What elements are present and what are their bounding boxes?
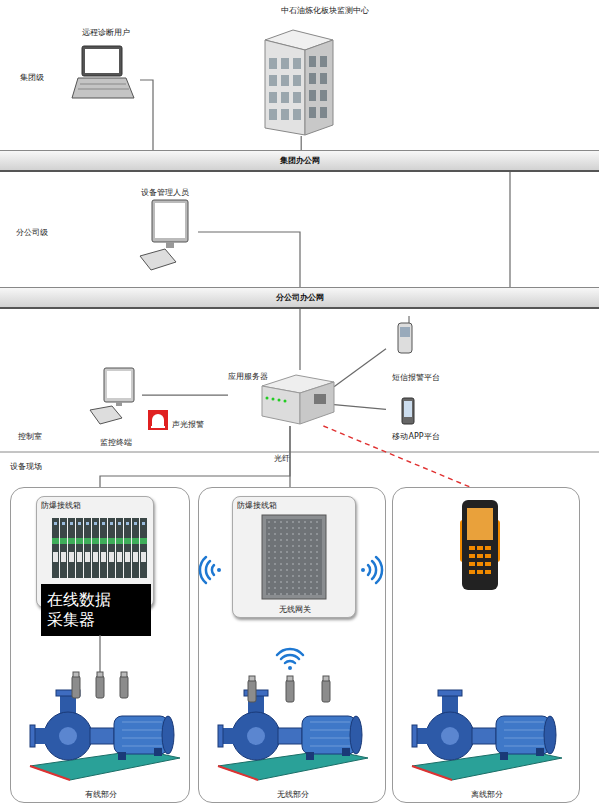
connector: [140, 80, 153, 150]
pump-illustration: [30, 690, 180, 780]
node-label: 无线网关: [233, 605, 357, 615]
node-label: 移动APP平台: [386, 432, 446, 442]
pump-illustration: [218, 690, 368, 780]
device-node: 短信报警平台: [386, 320, 446, 384]
collector-modules: [52, 518, 148, 578]
connector: [100, 426, 290, 487]
device-node: 移动APP平台: [386, 395, 446, 443]
node-label: 监控终端: [90, 438, 142, 448]
node-label: 无线部分: [199, 790, 387, 800]
alarm-icon: [148, 410, 168, 430]
device-node: 设备管理人员: [132, 186, 198, 272]
connector: [142, 395, 228, 396]
monitor-icon: [140, 200, 188, 270]
sensor-icon: [248, 676, 256, 702]
sensor-icon: [322, 676, 330, 702]
sensor-wire: [99, 635, 100, 672]
node-label: 设备管理人员: [132, 188, 198, 198]
wifi-symbol: [200, 557, 382, 670]
tier-label: 分公司级: [16, 228, 48, 238]
node-label: 分公司办公网: [0, 293, 599, 303]
tier-label: 设备现场: [10, 462, 42, 472]
node-label: 声光报警: [172, 420, 212, 430]
sensor-icon: [72, 672, 80, 698]
node-label: 防爆接线箱: [237, 501, 317, 511]
connector: [299, 309, 300, 370]
sensor-icon: [286, 676, 294, 702]
pump-illustration: [412, 690, 562, 780]
collector-box: 在线数据 采集器: [41, 584, 151, 636]
tier-label: 控制室: [18, 432, 42, 442]
section-box: 离线部分: [392, 487, 580, 803]
device-node: 远程诊断用户: [72, 26, 140, 102]
building-icon: [265, 30, 333, 135]
network-band: 分公司办公网: [0, 287, 599, 309]
section-box: 无线部分 防爆接线箱无线网关: [198, 487, 386, 803]
connector: [198, 232, 300, 287]
laptop-icon: [72, 46, 134, 98]
connector: [301, 136, 302, 150]
mobile-icon: [402, 398, 414, 424]
gateway-plate: [262, 515, 326, 599]
sms-phone-icon: [398, 316, 412, 353]
node-label: 离线部分: [393, 790, 581, 800]
connector: [323, 426, 470, 487]
separator-line: [0, 452, 599, 453]
connector: [334, 349, 386, 387]
tier-label: 光纤: [274, 454, 290, 464]
node-label: 有线部分: [11, 790, 191, 800]
network-band: 集团办公网: [0, 150, 599, 172]
device-node: 监控终端: [90, 365, 142, 449]
node-label: 短信报警平台: [386, 373, 446, 383]
node-label: 应用服务器: [228, 372, 278, 382]
tier-label: 集团级: [20, 73, 44, 83]
node-label: 集团办公网: [0, 156, 599, 166]
sensor-icon: [96, 672, 104, 698]
server-icon: [262, 375, 334, 424]
node-label: 在线数据 采集器: [47, 590, 147, 630]
node-label: 防爆接线箱: [41, 501, 121, 511]
connector: [334, 405, 386, 410]
terminal-icon: [90, 368, 134, 424]
section-box: 有线部分 防爆接线箱在线数据 采集器: [10, 487, 190, 803]
connector: [509, 172, 510, 287]
junction-box: 防爆接线箱无线网关: [232, 496, 356, 618]
handheld-terminal: [460, 500, 500, 590]
device-node: 应用服务器: [228, 370, 334, 426]
device-node: 声光报警: [146, 408, 210, 434]
node-label: 中石油炼化板块监测中心: [255, 6, 395, 16]
sensor-icon: [120, 672, 128, 698]
node-label: 远程诊断用户: [72, 28, 140, 38]
device-node: 中石油炼化板块监测中心: [255, 4, 395, 136]
